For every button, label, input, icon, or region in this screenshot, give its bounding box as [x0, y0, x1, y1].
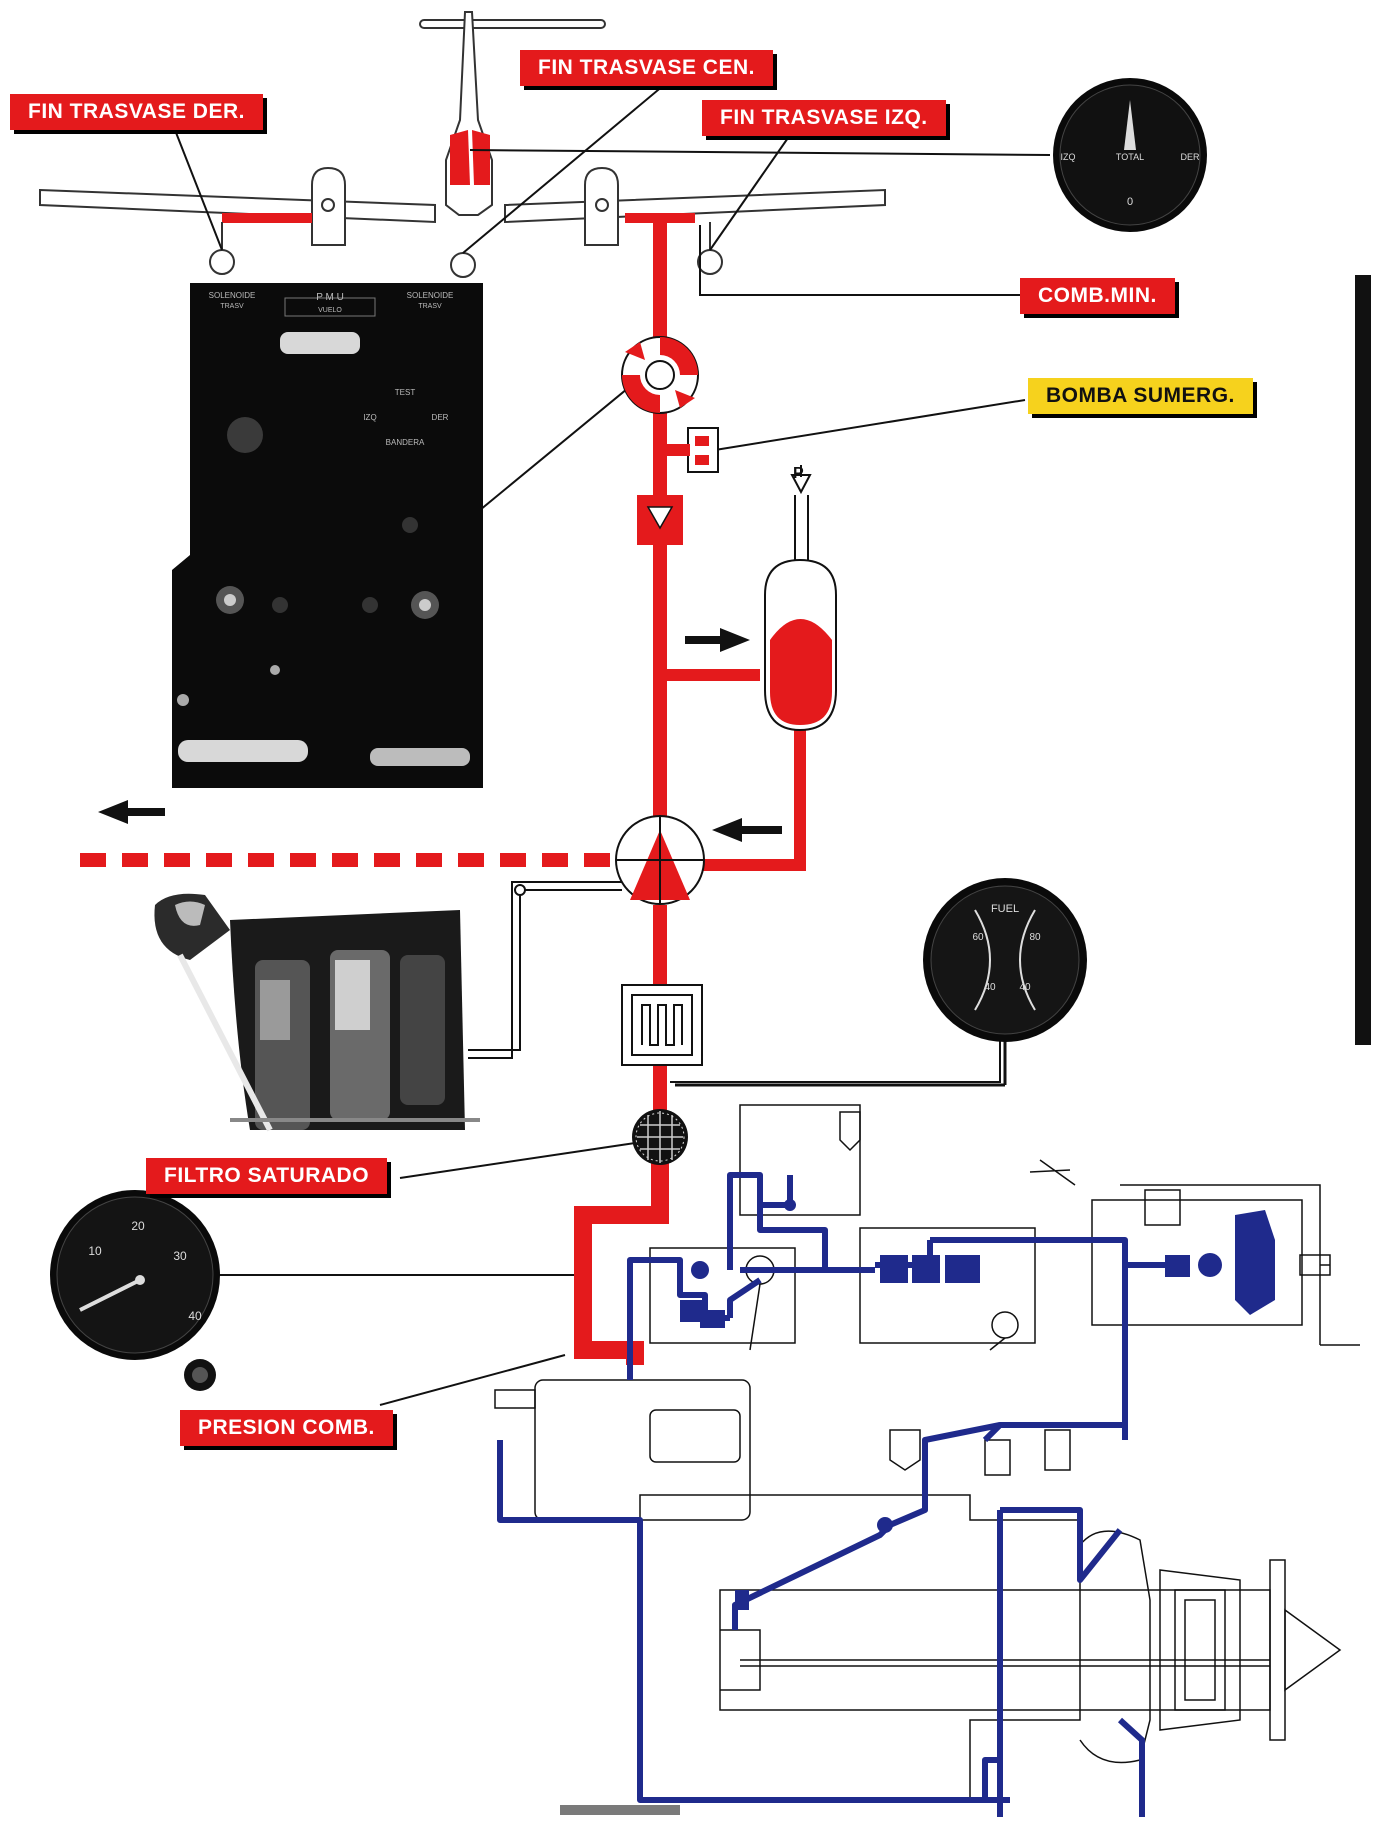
label-bomba-sumerg: BOMBA SUMERG. [1028, 378, 1253, 414]
gauge-der-label: DER [1180, 152, 1200, 162]
gauge-zero-label: 0 [1127, 196, 1133, 208]
booster-pump [621, 336, 699, 414]
edge-bar [1355, 275, 1371, 1045]
fuel-pressure-gauge: 10 20 30 40 [50, 1190, 220, 1391]
panel-solenoid-right-sub: TRASV [418, 303, 442, 310]
fuel-feed-line [574, 222, 806, 1365]
fuel-gauge-mark-2: 80 [1029, 932, 1041, 943]
fuel-gauge-mark-3: 40 [984, 982, 996, 993]
flow-arrows [98, 628, 782, 842]
metered-fuel-lines [497, 1172, 1190, 1821]
motive-flow-valve [615, 815, 705, 905]
aircraft-top-view [39, 11, 886, 278]
fuel-filter [632, 1109, 688, 1165]
pressure-mark-40: 40 [188, 1309, 202, 1323]
fuel-gauge-title: FUEL [991, 903, 1019, 915]
turboprop-engine [639, 1494, 1342, 1801]
panel-bandera-label: BANDERA [386, 438, 425, 447]
label-fin-trasvase-der: FIN TRASVASE DER. [10, 94, 263, 130]
pressure-mark-10: 10 [88, 1244, 102, 1258]
label-fin-trasvase-cen: FIN TRASVASE CEN. [520, 50, 773, 86]
check-valve [637, 495, 683, 545]
pressure-mark-30: 30 [173, 1249, 187, 1263]
panel-pmu-label: P M U [316, 292, 344, 303]
panel-test-label: TEST [395, 388, 416, 397]
panel-izq-label: IZQ [363, 413, 376, 422]
cockpit-control-panel: SOLENOIDE TRASV P M U VUELO SOLENOIDE TR… [172, 283, 483, 788]
label-fin-trasvase-izq: FIN TRASVASE IZQ. [702, 100, 946, 136]
pressure-mark-20: 20 [131, 1219, 145, 1233]
submerged-pump-switch [660, 427, 719, 473]
fuel-heater [621, 984, 703, 1066]
tank-selector-gauge: IZQ TOTAL DER 0 [1053, 78, 1207, 232]
gauge-total-label: TOTAL [1116, 152, 1144, 162]
fuel-quantity-gauge: FUEL 60 80 40 40 [675, 878, 1087, 1087]
fuel-gauge-mark-4: 40 [1019, 982, 1031, 993]
fuel-gauge-mark-1: 60 [972, 932, 984, 943]
panel-der-label: DER [432, 413, 449, 422]
panel-solenoid-left-label: SOLENOIDE [209, 291, 256, 300]
label-leader-lines [174, 79, 1051, 1406]
panel-pmu-sub: VUELO [318, 307, 342, 314]
panel-solenoid-left-sub: TRASV [220, 303, 244, 310]
label-filtro-saturado: FILTRO SATURADO [146, 1158, 388, 1194]
panel-solenoid-right-label: SOLENOIDE [407, 291, 454, 300]
label-comb-min: COMB.MIN. [1020, 278, 1175, 314]
label-presion-comb: PRESION COMB. [180, 1410, 393, 1446]
throttle-quadrant [154, 881, 622, 1132]
control-valves [680, 1199, 1275, 1610]
page-caption-bar [560, 1805, 680, 1815]
fuel-control-unit [494, 1104, 1360, 1521]
svg-text:P: P [793, 465, 804, 482]
gauge-izq-label: IZQ [1061, 152, 1076, 162]
accumulator: P [764, 465, 837, 732]
